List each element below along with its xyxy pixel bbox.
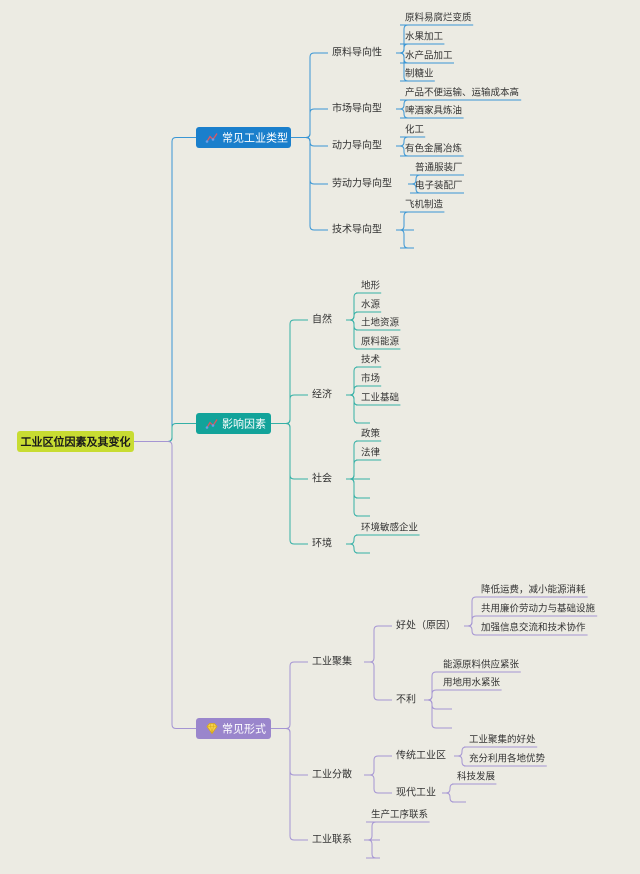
- leaf-connector: [346, 394, 359, 424]
- leaf-connector: [346, 478, 359, 499]
- leaf-label: 化工: [405, 124, 425, 136]
- item-label: 动力导向型: [332, 139, 382, 152]
- leaf-label: 工业聚集的好处: [469, 734, 536, 746]
- item-label: 原料导向性: [332, 46, 382, 59]
- leaf-label: 生产工序联系: [371, 809, 428, 821]
- item-label: 环境: [312, 537, 332, 550]
- leaf-label: 市场: [361, 373, 380, 385]
- leaf-label: 技术: [361, 354, 381, 366]
- leaf-label: 制糖业: [405, 68, 434, 80]
- item-connector: [271, 423, 308, 545]
- branch-connector: [134, 441, 196, 729]
- item-label: 市场导向型: [332, 102, 382, 115]
- item-connector: [271, 394, 308, 424]
- leaf-connector: [364, 839, 377, 859]
- leaf-connector: [346, 459, 359, 480]
- leaf-connector: [346, 366, 359, 396]
- item-connector: [291, 108, 328, 138]
- leaf-label: 环境敏感企业: [361, 522, 418, 534]
- leaf-connector: [442, 792, 455, 803]
- branch-node-1[interactable]: [196, 413, 271, 434]
- sub-label: 现代工业: [396, 787, 436, 799]
- leaf-connector: [454, 746, 467, 757]
- branch-label: 常见工业类型: [222, 131, 288, 145]
- leaf-label: 水源: [361, 299, 381, 311]
- leaf-label: 共用廉价劳动力与基础设施: [481, 603, 596, 615]
- leaf-label: 法律: [361, 447, 381, 459]
- leaf-label: 飞机制造: [405, 199, 444, 211]
- leaf-connector: [454, 755, 467, 767]
- leaf-label: 水产品加工: [405, 50, 453, 62]
- item-label: 社会: [312, 472, 332, 485]
- leaf-label: 产品不便运输、运输成本高: [405, 87, 519, 99]
- leaf-connector: [424, 699, 438, 729]
- leaf-label: 降低运费，减小能源消耗: [481, 584, 586, 596]
- leaf-label: 政策: [361, 428, 381, 440]
- item-label: 自然: [312, 313, 332, 326]
- branch-label: 影响因素: [222, 418, 266, 431]
- leaf-connector: [464, 596, 477, 627]
- chart-icon: [205, 419, 218, 429]
- leaf-label: 普通服装厂: [415, 162, 463, 174]
- leaf-label: 能源原料供应紧张: [443, 659, 520, 671]
- leaf-connector: [346, 311, 359, 321]
- leaf-connector: [364, 821, 377, 841]
- leaf-label: 原料能源: [361, 336, 400, 348]
- leaf-connector: [396, 229, 409, 249]
- leaf-connector: [424, 689, 438, 701]
- leaf-label: 科技发展: [457, 771, 496, 783]
- sub-label: 好处（原因）: [396, 620, 456, 632]
- sub-connector: [364, 755, 392, 776]
- leaf-connector: [346, 543, 359, 554]
- leaf-label: 工业基础: [361, 392, 399, 404]
- leaf-connector: [424, 671, 438, 701]
- leaf-label: 有色金属冶炼: [405, 143, 463, 155]
- diamond-icon: [206, 723, 218, 735]
- leaf-connector: [442, 783, 455, 794]
- item-label: 技术导向型: [332, 223, 382, 236]
- branch-connector: [134, 137, 196, 442]
- root-label: 工业区位因素及其变化: [21, 435, 131, 449]
- item-connector: [271, 661, 308, 729]
- item-label: 经济: [312, 388, 332, 401]
- leaf-connector: [346, 534, 359, 545]
- leaf-connector: [346, 319, 359, 350]
- branch-connector: [134, 423, 196, 442]
- chart-icon: [205, 133, 218, 143]
- item-connector: [291, 137, 328, 231]
- item-connector: [271, 728, 308, 841]
- leaf-label: 原料易腐烂变质: [405, 12, 472, 24]
- leaf-label: 啤酒家具炼油: [405, 105, 462, 117]
- root-node[interactable]: [17, 431, 134, 452]
- leaf-connector: [346, 292, 359, 321]
- leaf-label: 电子装配厂: [415, 180, 463, 192]
- sub-connector: [364, 661, 392, 701]
- leaf-label: 地形: [361, 280, 381, 292]
- item-label: 劳动力导向型: [332, 177, 392, 190]
- item-label: 工业分散: [312, 768, 352, 781]
- branch-node-0[interactable]: [196, 127, 291, 148]
- leaf-connector: [396, 211, 409, 231]
- leaf-connector: [346, 394, 359, 406]
- item-label: 工业聚集: [312, 655, 352, 668]
- sub-connector: [364, 625, 392, 663]
- sub-label: 传统工业区: [396, 749, 446, 762]
- leaf-label: 土地资源: [361, 317, 400, 329]
- leaf-connector: [464, 625, 477, 636]
- leaf-connector: [346, 385, 359, 396]
- leaf-label: 加强信息交流和技术协作: [481, 622, 586, 634]
- leaf-label: 充分利用各地优势: [469, 753, 546, 765]
- leaf-connector: [464, 615, 477, 627]
- item-label: 工业联系: [312, 834, 352, 846]
- sub-label: 不利: [396, 694, 416, 706]
- leaf-connector: [346, 319, 359, 331]
- leaf-label: 用地用水紧张: [443, 677, 501, 689]
- branch-label: 常见形式: [222, 723, 266, 736]
- sub-connector: [364, 774, 392, 794]
- leaf-label: 水果加工: [405, 31, 444, 43]
